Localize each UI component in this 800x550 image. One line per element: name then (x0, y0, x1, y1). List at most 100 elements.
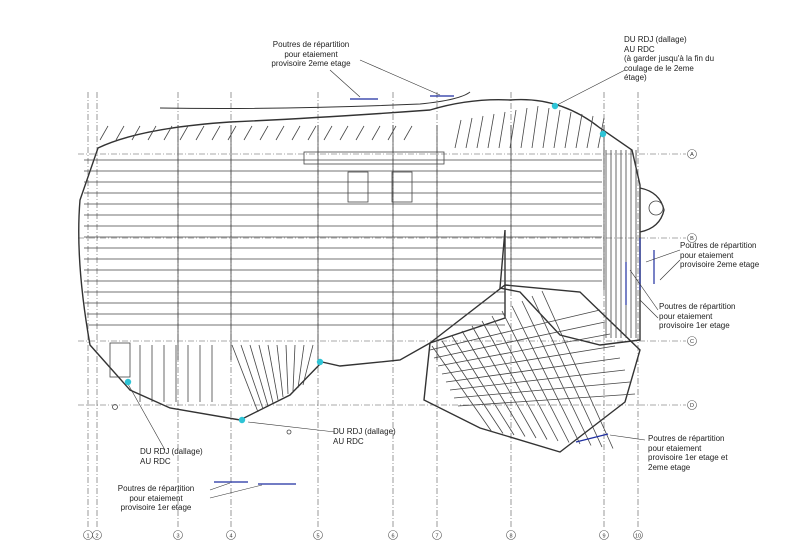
wing-joist (531, 295, 603, 448)
wing-joist (521, 300, 592, 446)
rib (99, 125, 109, 141)
wing-joist (437, 333, 611, 367)
wing-joist (461, 330, 526, 437)
shoring-props (124, 102, 607, 424)
grid-column-bubble (432, 530, 442, 540)
rib (553, 109, 561, 149)
rib (586, 115, 594, 149)
rib (285, 344, 289, 395)
grid-column-label: 10 (635, 534, 641, 540)
grid-row-label: B (690, 236, 694, 242)
rib (275, 125, 285, 141)
grid-column-bubble (226, 530, 236, 540)
rib (454, 119, 462, 149)
wing-joist (457, 393, 636, 407)
grid-column-label: 5 (316, 534, 319, 540)
rib (387, 125, 397, 141)
rib (371, 125, 381, 141)
wing-joist (501, 310, 570, 443)
grid-column-bubble (92, 530, 102, 540)
rib (531, 105, 539, 149)
column-detail (112, 404, 118, 410)
wing-joist (491, 315, 559, 442)
rib (307, 125, 317, 141)
rib (195, 125, 205, 141)
rib (292, 344, 296, 392)
spreader-beams (214, 95, 655, 485)
rib (339, 125, 349, 141)
grid-column-bubble (388, 530, 398, 540)
slab-outline (78, 91, 665, 453)
annotation-leaders (127, 59, 681, 499)
grid-column-label: 6 (391, 534, 394, 540)
opening (109, 342, 131, 378)
wing-joist (449, 369, 626, 391)
rib (509, 109, 517, 149)
rib (297, 344, 305, 389)
main-slab-outline (78, 98, 641, 421)
rib (575, 113, 583, 149)
prop-marker (599, 130, 607, 138)
note-left-lower: DU RDJ (dallage)AU RDC (140, 447, 203, 466)
rib (147, 125, 157, 141)
grid-column-bubble (173, 530, 183, 540)
rib (243, 125, 253, 141)
grid-column-bubble (633, 530, 643, 540)
grid-column-bubble (313, 530, 323, 540)
grid-column-bubble (599, 530, 609, 540)
rib (249, 344, 269, 407)
rib (323, 125, 333, 141)
note-center-lower: DU RDJ (dallage)AU RDC (333, 427, 396, 446)
rib (259, 125, 269, 141)
slab-framing (84, 105, 664, 449)
wing-joist (451, 335, 515, 436)
bay-column (648, 200, 664, 216)
grid-column-label: 1 (86, 534, 89, 540)
rib (476, 115, 484, 149)
rib (520, 107, 528, 149)
rib (258, 344, 274, 404)
rib (542, 107, 550, 149)
rib (179, 125, 189, 141)
bay-window-outline (639, 187, 665, 233)
note-top-right: DU RDJ (dallage)AU RDC(à garder jusqu'à … (624, 35, 715, 82)
grid-column-label: 4 (229, 534, 232, 540)
angled-wing-outline (423, 284, 641, 453)
grid-row-label: C (690, 339, 694, 345)
grid-row-bubble (687, 233, 697, 243)
grid-column-label: 3 (176, 534, 179, 540)
rib (231, 344, 259, 413)
rib (498, 111, 506, 149)
rib (131, 125, 141, 141)
rib (163, 125, 173, 141)
rib (403, 125, 413, 141)
wing-joist (471, 325, 537, 439)
grid-row-label: A (690, 152, 694, 158)
wing-joist (441, 345, 616, 375)
grid-row-bubble (687, 400, 697, 410)
grid-row-bubble (687, 149, 697, 159)
stair-opening (391, 171, 413, 203)
rib (465, 117, 473, 149)
rib (564, 111, 572, 149)
spreader-beam (575, 433, 609, 443)
column-detail (286, 429, 292, 435)
wing-joist (511, 305, 581, 445)
prop-marker (238, 416, 246, 424)
prop-marker (551, 102, 559, 110)
rib (291, 125, 301, 141)
rib (487, 113, 495, 149)
stair-opening (347, 171, 369, 203)
top-curved-beam (159, 91, 471, 109)
rib (227, 125, 237, 141)
rib (115, 125, 125, 141)
wing-joist (453, 381, 631, 399)
rib (240, 344, 264, 410)
